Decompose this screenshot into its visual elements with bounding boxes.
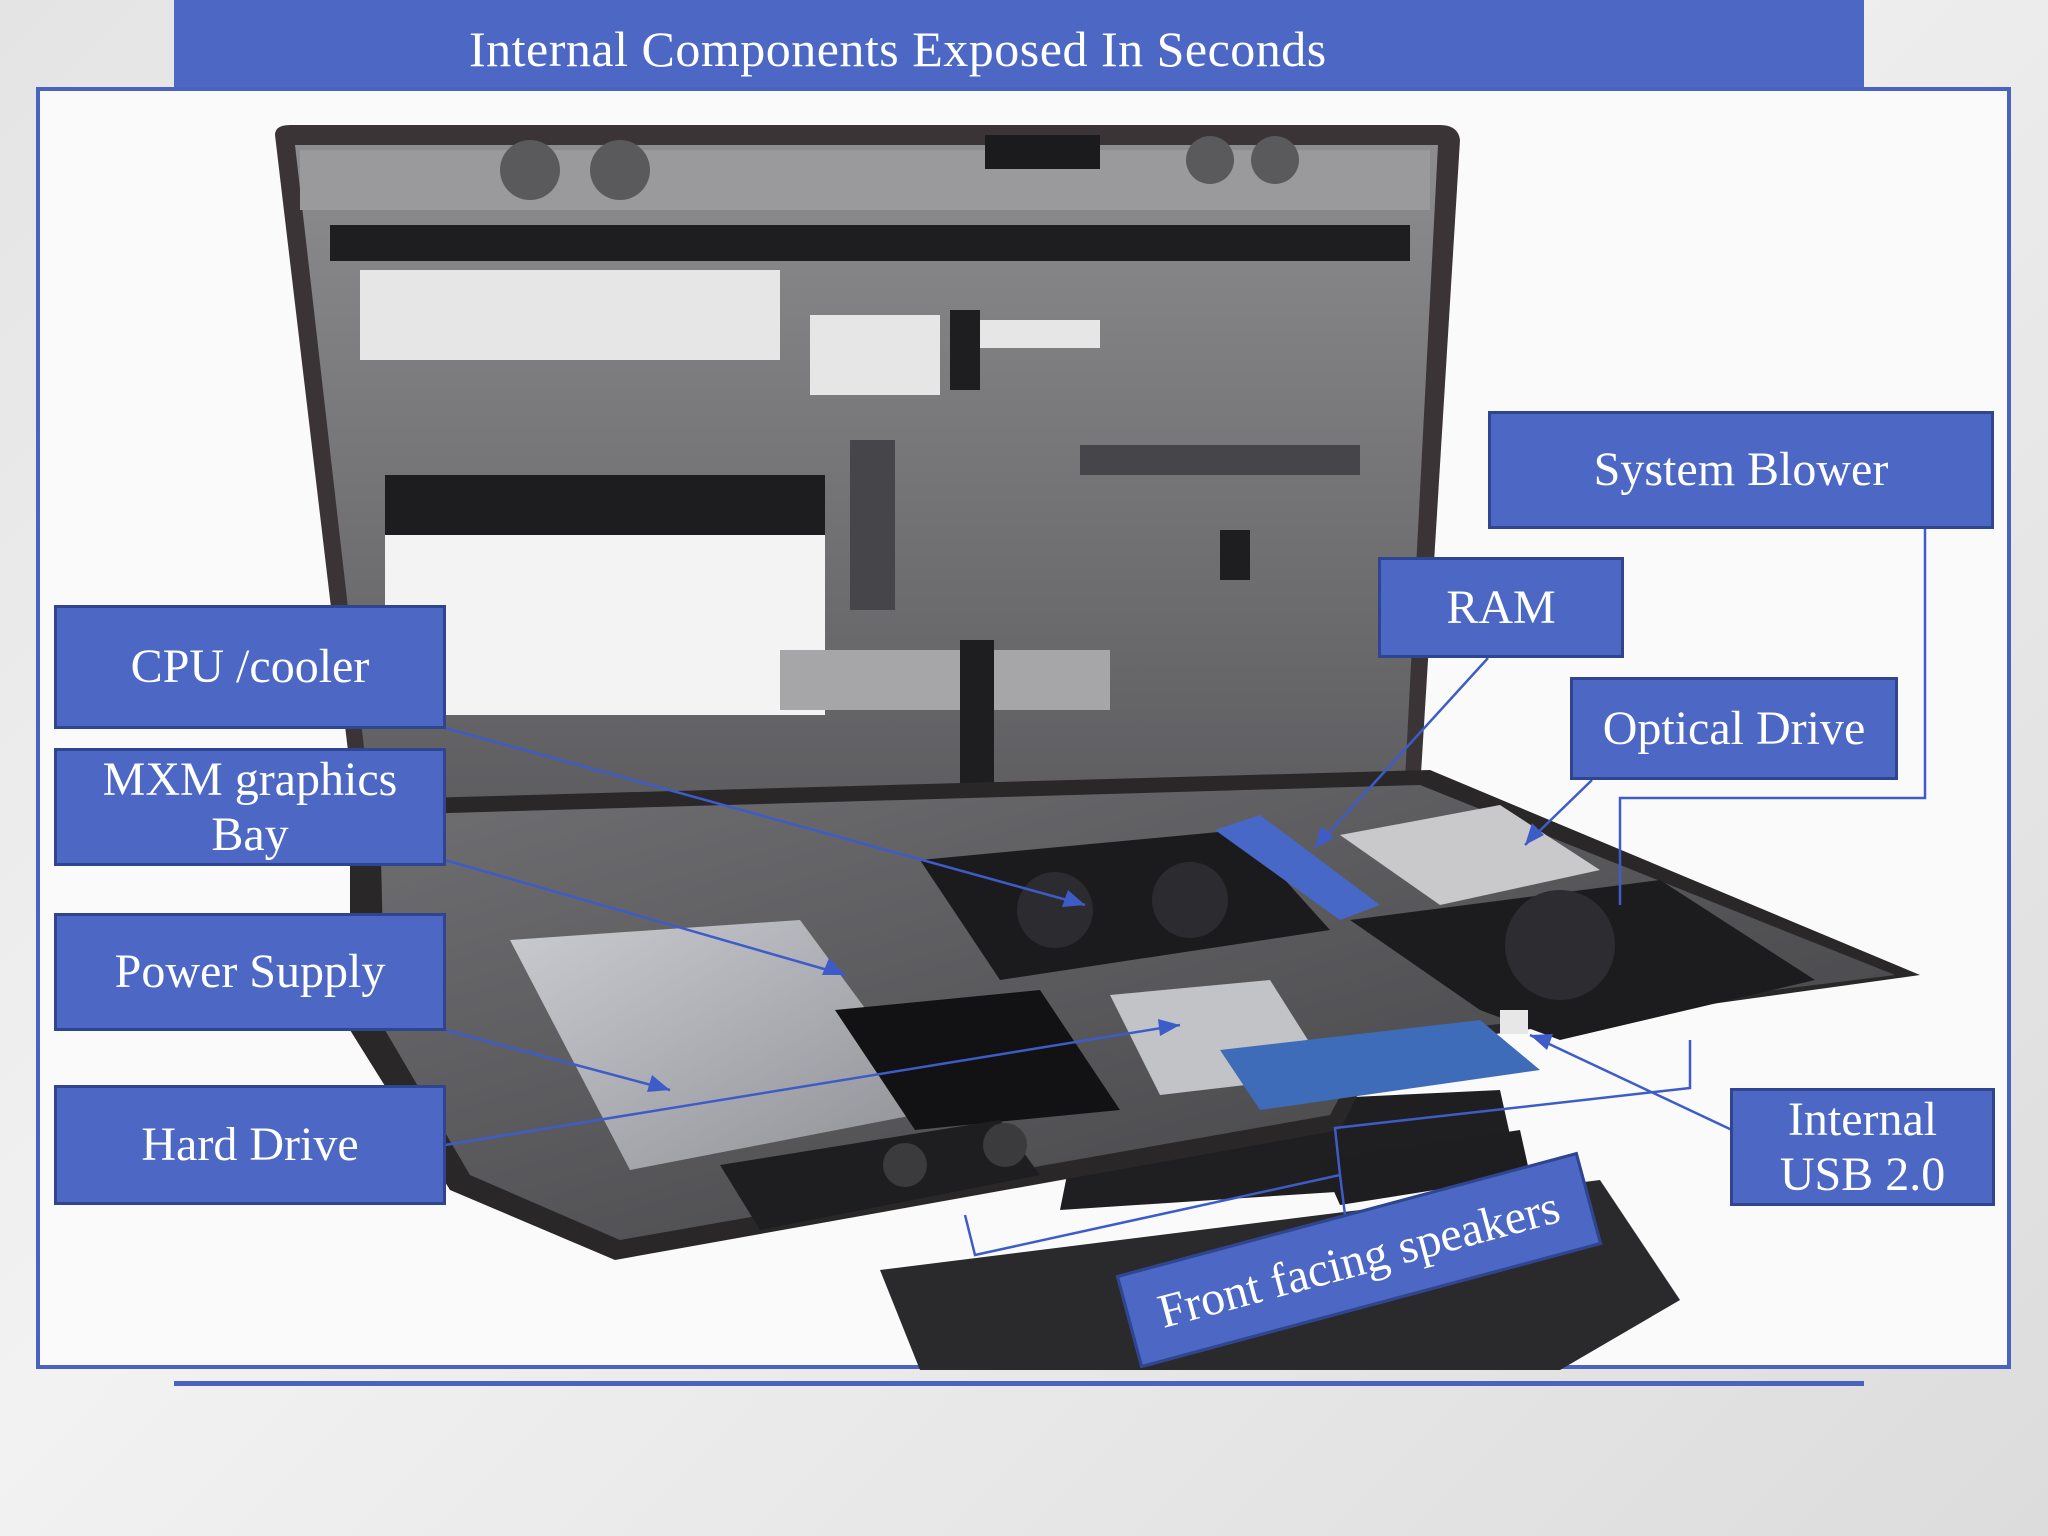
leader-lines [444, 528, 1927, 1257]
label-ram-text: RAM [1446, 580, 1556, 634]
label-optical-drive-text: Optical Drive [1602, 701, 1866, 755]
label-optical-drive: Optical Drive [1570, 677, 1898, 780]
base-chassis [350, 770, 1920, 1260]
label-cpu-cooler: CPU /cooler [54, 605, 446, 729]
label-power-supply-text: Power Supply [114, 945, 386, 999]
leader-front-speakers [963, 1040, 1692, 1257]
open-lid [275, 125, 1460, 810]
arrow-heads [647, 823, 1553, 1092]
label-power-supply: Power Supply [54, 913, 446, 1031]
leader-power-supply [444, 1028, 671, 1092]
label-mxm-graphics-bay-text: MXM graphics Bay [102, 752, 398, 861]
label-internal-usb-text: Internal USB 2.0 [1779, 1092, 1946, 1201]
bottom-rule [174, 1381, 1864, 1386]
leader-internal-usb [1529, 1033, 1733, 1132]
label-hard-drive: Hard Drive [54, 1085, 446, 1205]
leader-cpu-cooler [444, 726, 1086, 907]
leader-ram [1314, 657, 1489, 849]
leader-system-blower [1618, 528, 1927, 905]
label-hard-drive-text: Hard Drive [141, 1118, 359, 1172]
label-internal-usb: Internal USB 2.0 [1730, 1088, 1995, 1206]
slide-title: Internal Components Exposed In Seconds [174, 0, 1864, 88]
label-ram: RAM [1378, 557, 1624, 658]
label-system-blower-text: System Blower [1593, 443, 1889, 497]
label-mxm-graphics-bay: MXM graphics Bay [54, 748, 446, 866]
leader-hard-drive [444, 1023, 1181, 1147]
label-system-blower: System Blower [1488, 411, 1994, 529]
leader-mxm-graphics [444, 858, 846, 977]
label-cpu-cooler-text: CPU /cooler [130, 640, 370, 694]
